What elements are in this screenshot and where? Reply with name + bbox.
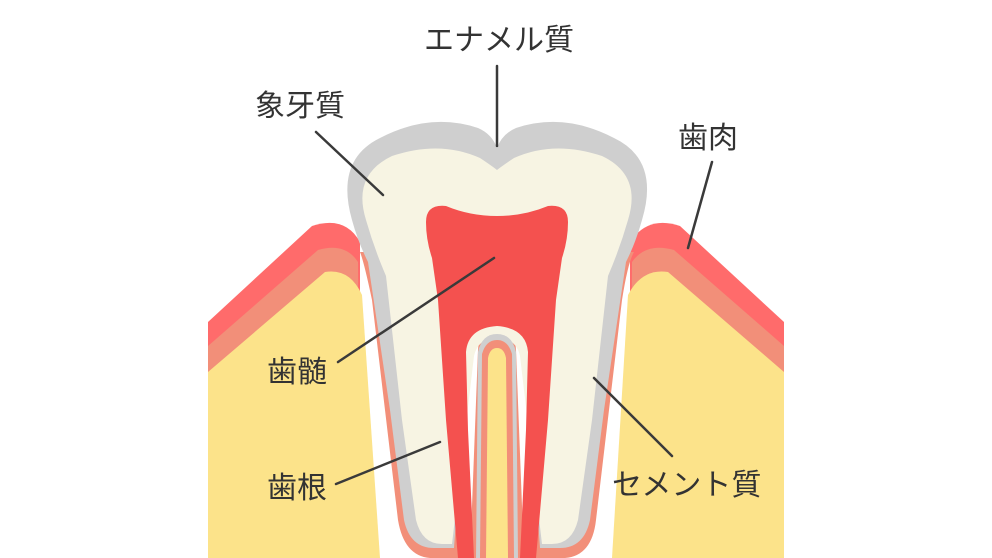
pulp-chamber [426, 205, 568, 558]
tooth [347, 121, 648, 558]
enamel-label: エナメル質 [424, 23, 574, 58]
labels: エナメル質 象牙質 歯肉 歯髄 歯根 セメント質 [255, 23, 761, 506]
cementum-label: セメント質 [612, 468, 761, 503]
dentin-label: 象牙質 [255, 89, 345, 124]
gum-label: 歯肉 [678, 121, 738, 156]
leader-lines [314, 64, 714, 486]
dentin-leader [314, 130, 385, 197]
pulp-label: 歯髄 [267, 355, 327, 390]
inter-root-bone [486, 348, 508, 558]
root-label: 歯根 [267, 471, 327, 506]
gum-leader [686, 160, 714, 250]
pulp-leader [336, 256, 496, 364]
bone-right [612, 271, 784, 558]
bone-left [208, 271, 380, 558]
root-leader [334, 440, 442, 486]
cementum-leader [592, 376, 674, 458]
